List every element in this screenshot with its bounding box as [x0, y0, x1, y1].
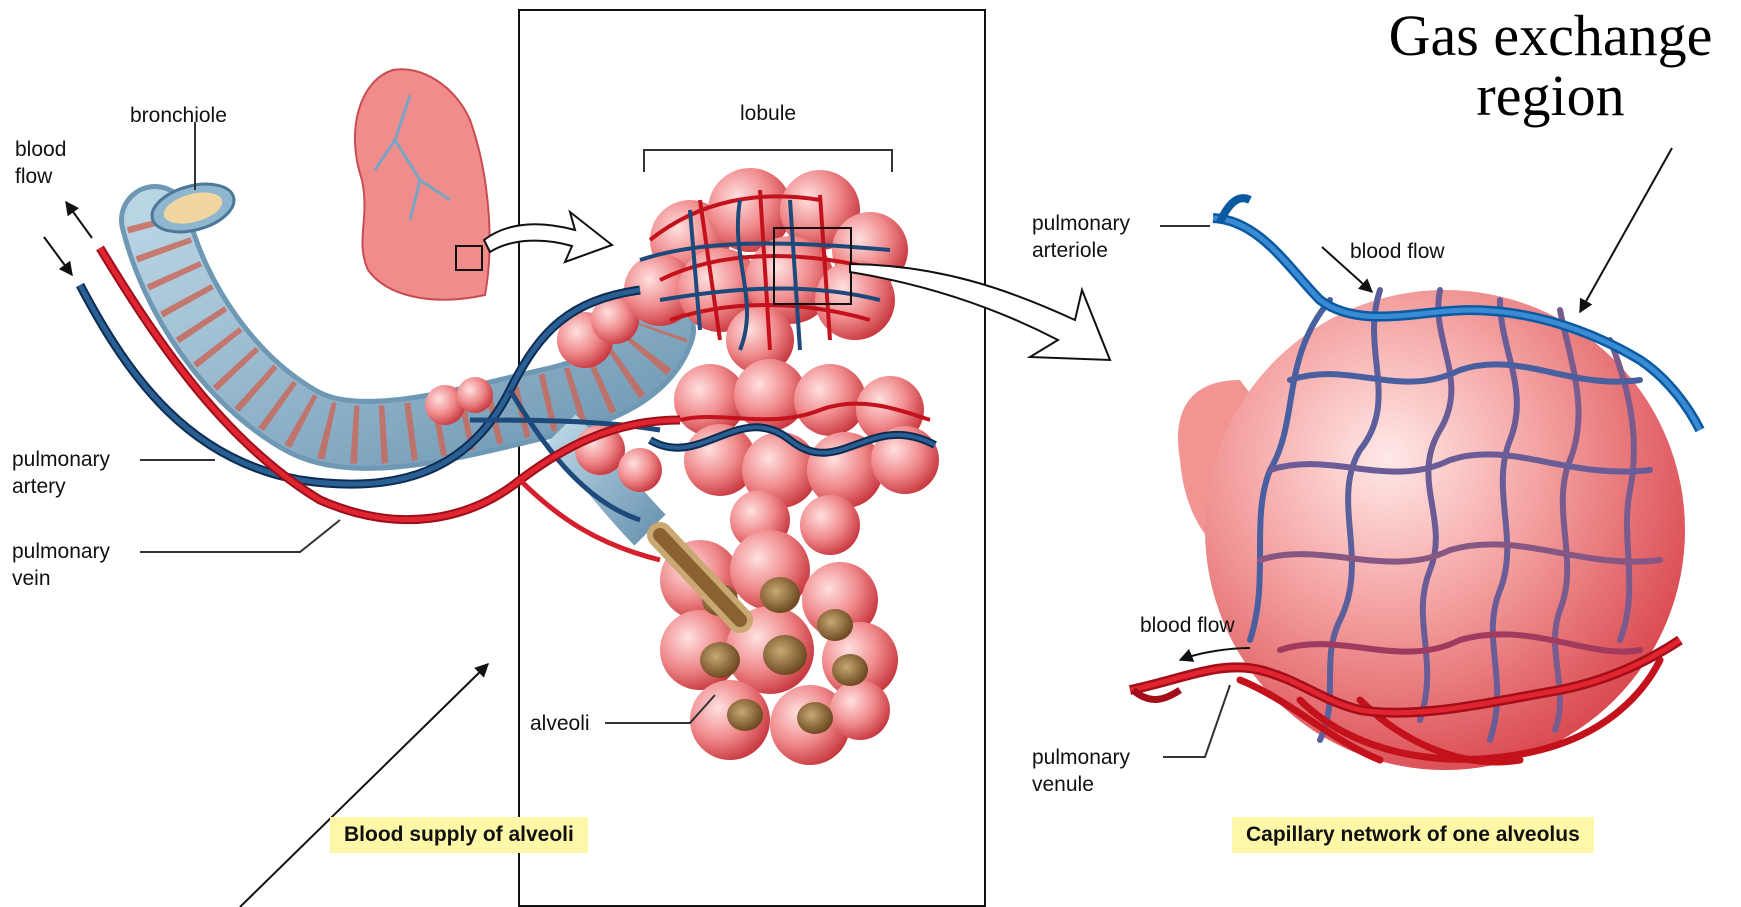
blood-flow-label-bottom: blood flow	[1140, 612, 1235, 639]
caption-capillary-network: Capillary network of one alveolus	[1232, 817, 1594, 853]
blood-flow-arrow-up	[66, 202, 92, 238]
alveoli-label: alveoli	[530, 710, 590, 737]
lobule-label: lobule	[740, 100, 796, 127]
pulmonary-vein-label: pulmonary vein	[12, 538, 110, 592]
lobule-cutaway	[660, 530, 898, 765]
pulmonary-artery-label: pulmonary artery	[12, 446, 110, 500]
lobule-bracket	[644, 150, 892, 172]
blood-flow-label-top: blood flow	[1350, 238, 1445, 265]
caption-blood-supply: Blood supply of alveoli	[330, 817, 588, 853]
pulmonary-vein-leader	[140, 520, 340, 552]
lobule-middle	[650, 359, 939, 555]
single-alveolus	[1130, 198, 1700, 770]
pulmonary-venule-label: pulmonary venule	[1032, 744, 1130, 798]
gas-exchange-title: Gas exchange region	[1360, 6, 1741, 126]
gas-exchange-pointer-lower	[240, 664, 488, 907]
zoom-arrow-lung	[484, 212, 612, 262]
pulmonary-arteriole-label: pulmonary arteriole	[1032, 210, 1130, 264]
lung-thumbnail	[355, 69, 490, 299]
bronchiole-label: bronchiole	[130, 102, 227, 129]
blood-flow-label-left: blood flow	[15, 136, 66, 190]
blood-flow-arrow-down	[44, 237, 72, 275]
gas-exchange-pointer-upper	[1580, 148, 1672, 312]
